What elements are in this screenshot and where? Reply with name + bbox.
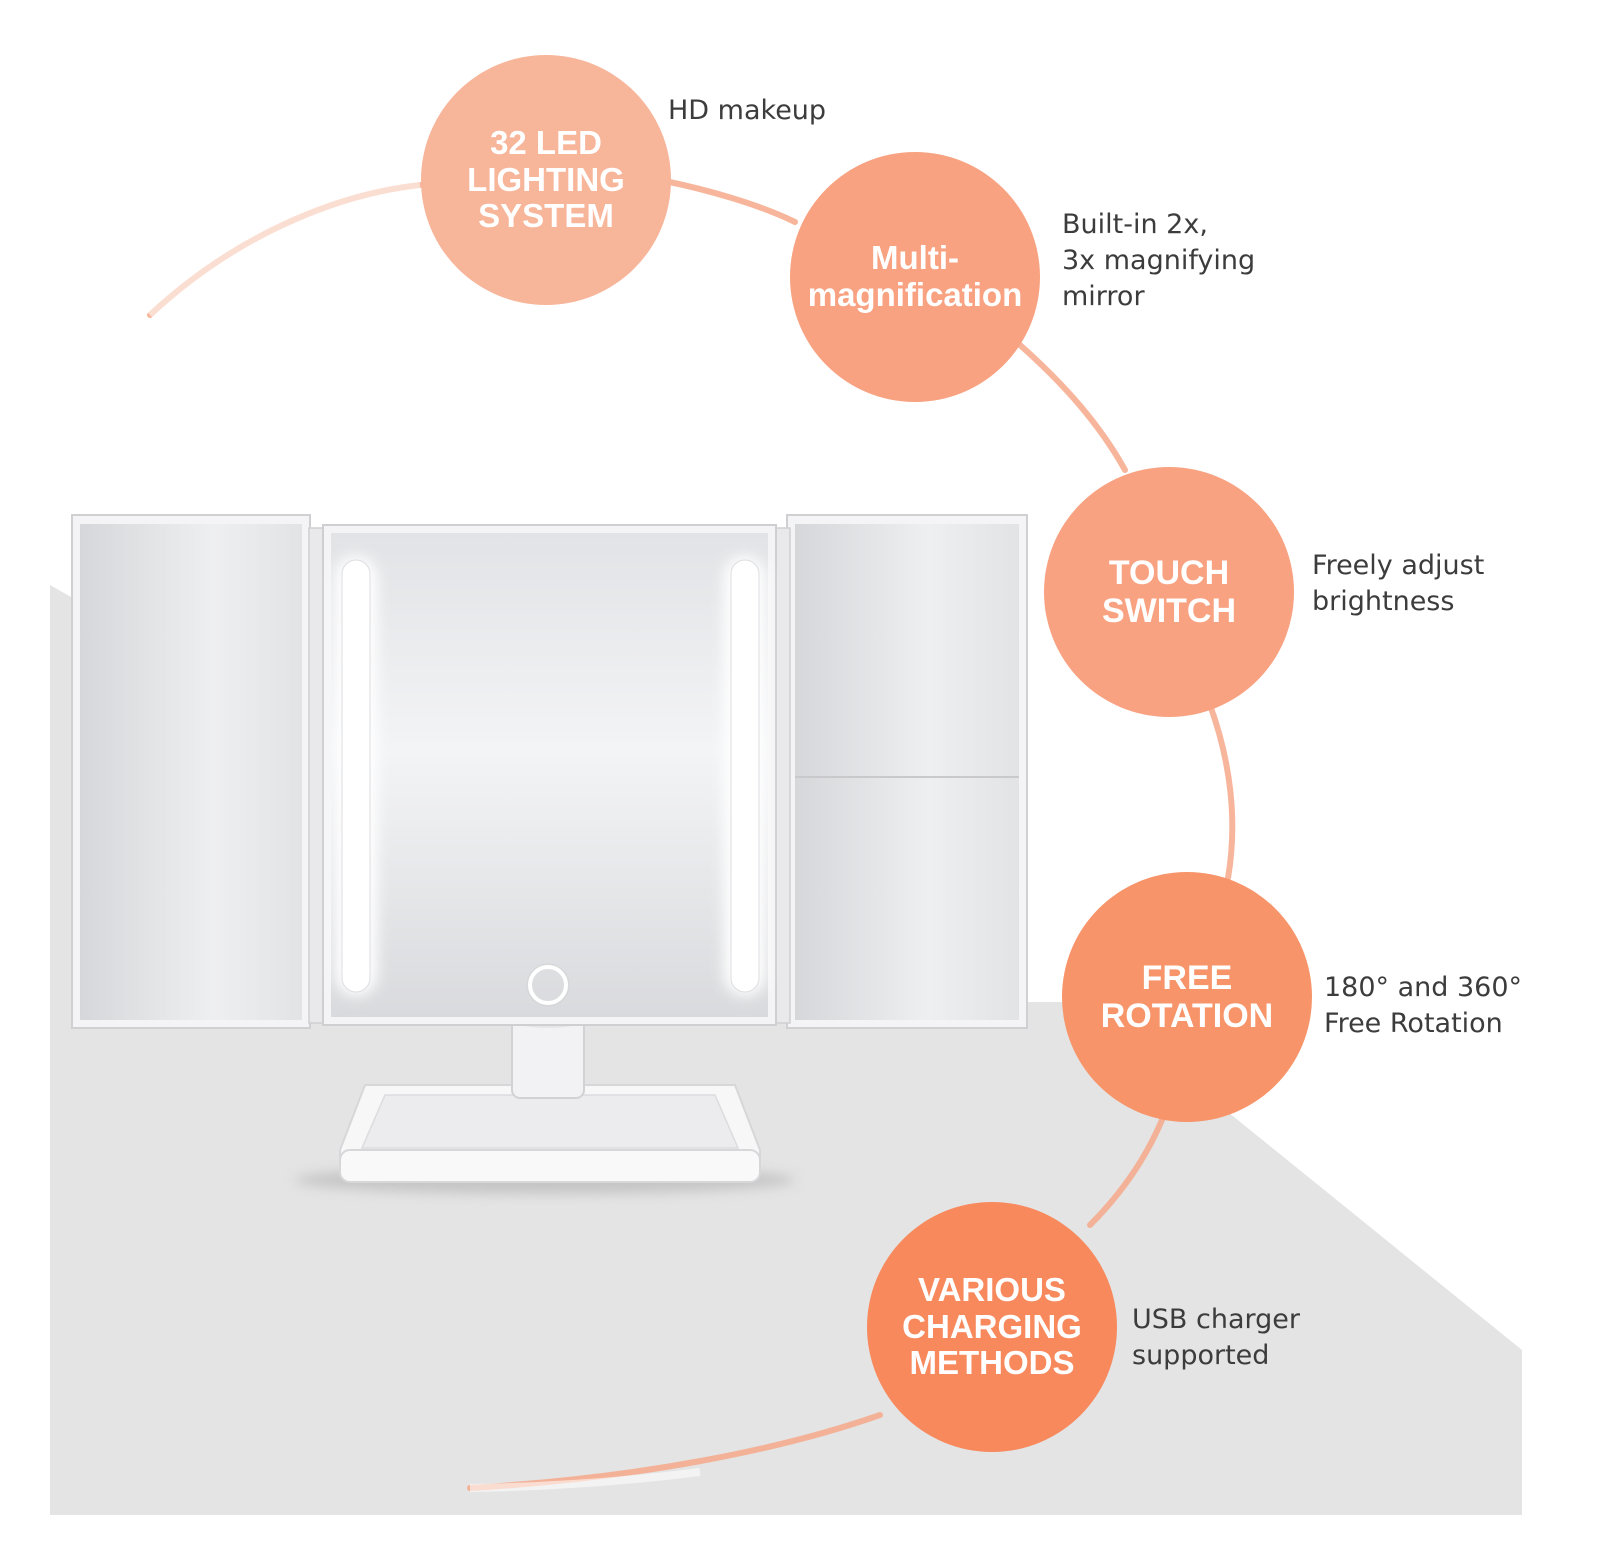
feature-circle-charging-methods: VARIOUS CHARGING METHODS (867, 1202, 1117, 1452)
feature-arc-fade-end (469, 1468, 701, 1492)
mirror-left-hinge (308, 527, 324, 1024)
feature-circle-touch-switch: TOUCH SWITCH (1044, 467, 1294, 717)
mirror-left-glass (80, 524, 302, 1020)
mirror-right-glass-bottom (795, 778, 1019, 1020)
feature-desc-touch-switch: Freely adjust brightness (1312, 550, 1485, 617)
feature-circle-free-rotation: FREE ROTATION (1062, 872, 1312, 1122)
mirror-base-front (339, 1149, 761, 1183)
feature-desc-charging-methods: USB charger supported (1132, 1304, 1300, 1371)
feature-desc-free-rotation: 180° and 360° Free Rotation (1324, 972, 1523, 1039)
feature-desc-magnification: Built-in 2x, 3x magnifying mirror (1062, 209, 1256, 312)
mirror-right-glass-top (795, 524, 1019, 776)
feature-circle-led-lighting: 32 LED LIGHTING SYSTEM (421, 55, 671, 305)
mirror-stand (511, 1017, 585, 1099)
mirror-base-tray (360, 1094, 740, 1149)
touch-button-outline (526, 963, 570, 1007)
led-strip-left (341, 559, 371, 993)
power-ring-icon[interactable] (528, 965, 568, 1005)
mirror-center-glass (331, 533, 768, 1017)
feature-circle-magnification: Multi- magnification (790, 152, 1040, 402)
feature-arc-fade-start (147, 181, 421, 318)
led-strip-right (730, 559, 760, 993)
mirror-right-hinge (775, 527, 791, 1024)
feature-desc-led-lighting: HD makeup (668, 95, 827, 126)
